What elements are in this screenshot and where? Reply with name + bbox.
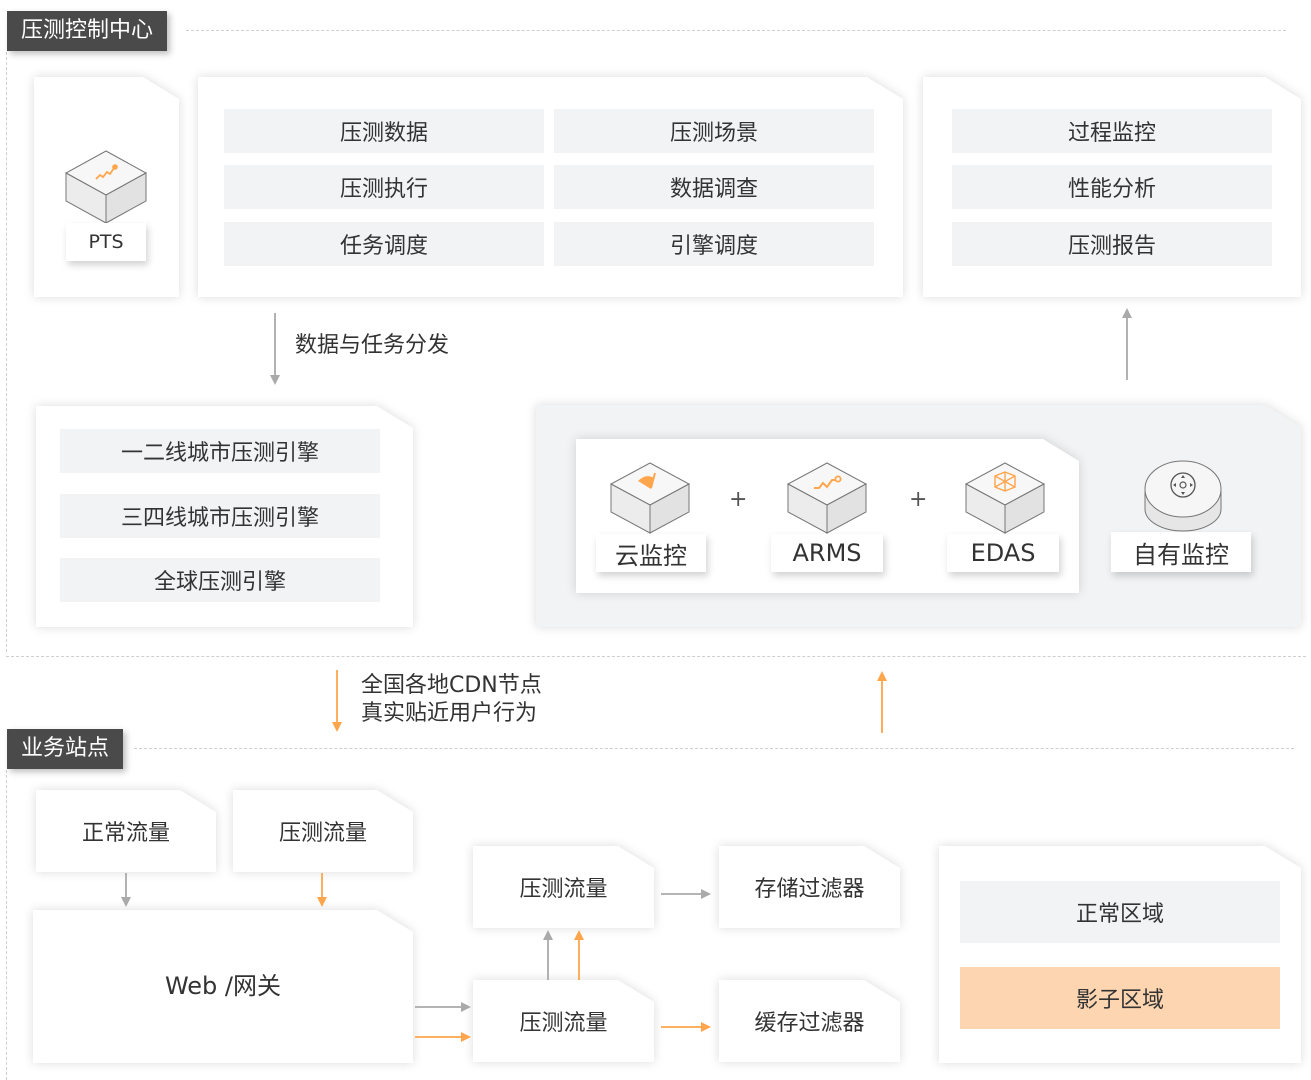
cdn-note: 全国各地CDN节点 真实贴近用户行为 bbox=[361, 672, 542, 728]
cube-icon bbox=[964, 462, 1046, 534]
storage-filter-label: 存储过滤器 bbox=[754, 877, 865, 902]
analysis-item: 压测报告 bbox=[952, 222, 1272, 266]
flow-node-upper: 压测流量 bbox=[473, 846, 654, 928]
normal-traffic-card: 正常流量 bbox=[36, 790, 216, 872]
section-border-left bbox=[6, 52, 7, 652]
section-tag-control-center: 压测控制中心 bbox=[7, 11, 168, 51]
function-item: 数据调查 bbox=[554, 165, 874, 209]
pts-cube-icon bbox=[64, 150, 148, 224]
flow-node-lower: 压测流量 bbox=[473, 980, 654, 1062]
engine-item: 全球压测引擎 bbox=[60, 558, 380, 602]
function-item: 压测数据 bbox=[224, 109, 544, 153]
cache-filter-label: 缓存过滤器 bbox=[754, 1011, 865, 1036]
normal-traffic-label: 正常流量 bbox=[81, 821, 170, 846]
normal-region: 正常区域 bbox=[960, 881, 1280, 943]
function-item: 任务调度 bbox=[224, 222, 544, 266]
monitoring-products-card: 云监控 + ARMS + EDAS bbox=[576, 439, 1079, 593]
storage-filter-card: 存储过滤器 bbox=[719, 846, 900, 928]
dashboard-icon bbox=[609, 462, 691, 534]
section-divider-business bbox=[134, 748, 1294, 749]
plus-sign: + bbox=[909, 487, 928, 512]
engine-item: 一二线城市压测引擎 bbox=[60, 429, 380, 473]
gateway-card: Web /网关 bbox=[33, 910, 413, 1063]
function-item: 压测执行 bbox=[224, 165, 544, 209]
regions-card: 正常区域 影子区域 bbox=[939, 846, 1301, 1063]
shadow-region: 影子区域 bbox=[960, 967, 1280, 1029]
analysis-card: 过程监控 性能分析 压测报告 bbox=[923, 77, 1301, 297]
product-label: 云监控 bbox=[596, 534, 706, 572]
product-label: EDAS bbox=[947, 534, 1059, 572]
pts-card: PTS bbox=[34, 77, 179, 297]
cdn-note-line: 真实贴近用户行为 bbox=[361, 701, 538, 726]
control-functions-card: 压测数据 压测场景 压测执行 数据调查 任务调度 引擎调度 bbox=[198, 77, 903, 297]
test-traffic-card: 压测流量 bbox=[233, 790, 413, 872]
analysis-item: 过程监控 bbox=[952, 109, 1272, 153]
function-item: 引擎调度 bbox=[554, 222, 874, 266]
flow-node-label: 压测流量 bbox=[519, 877, 608, 902]
gateway-label: Web /网关 bbox=[164, 972, 282, 1000]
section-divider-top bbox=[186, 30, 1286, 31]
trend-line-icon bbox=[786, 462, 868, 534]
cdn-note-line: 全国各地CDN节点 bbox=[361, 673, 542, 698]
self-monitoring-label: 自有监控 bbox=[1111, 532, 1251, 572]
section-divider-middle bbox=[6, 656, 1306, 657]
analysis-item: 性能分析 bbox=[952, 165, 1272, 209]
section-tag-business-site: 业务站点 bbox=[7, 729, 124, 769]
cache-filter-card: 缓存过滤器 bbox=[719, 980, 900, 1062]
pts-label: PTS bbox=[66, 223, 146, 261]
direction-pad-icon bbox=[1144, 460, 1222, 532]
test-traffic-label: 压测流量 bbox=[278, 821, 367, 846]
engine-item: 三四线城市压测引擎 bbox=[60, 494, 380, 538]
section-border-left-business bbox=[6, 770, 7, 1080]
function-item: 压测场景 bbox=[554, 109, 874, 153]
plus-sign: + bbox=[729, 487, 748, 512]
product-label: ARMS bbox=[771, 534, 883, 572]
engines-card: 一二线城市压测引擎 三四线城市压测引擎 全球压测引擎 bbox=[36, 406, 413, 627]
dispatch-label: 数据与任务分发 bbox=[295, 333, 450, 358]
flow-node-label: 压测流量 bbox=[519, 1011, 608, 1036]
